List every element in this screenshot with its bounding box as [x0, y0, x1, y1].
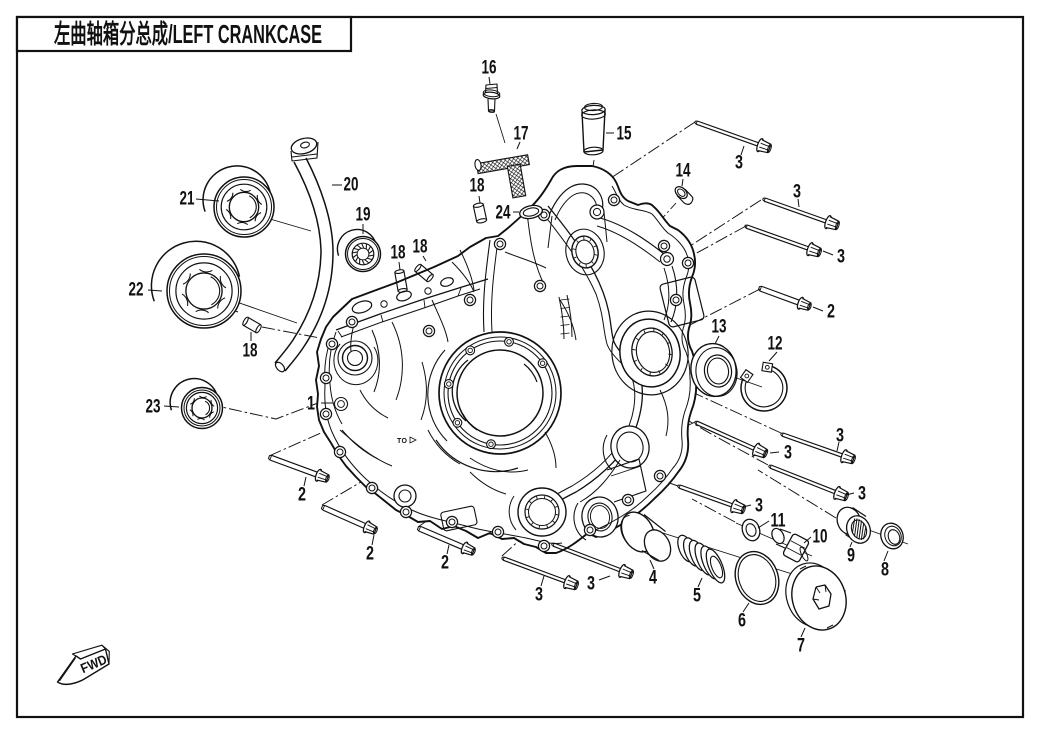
- svg-text:18: 18: [470, 176, 485, 197]
- svg-text:2: 2: [827, 302, 835, 323]
- svg-text:3: 3: [837, 247, 845, 268]
- svg-text:TO: TO: [397, 438, 408, 445]
- svg-text:4: 4: [649, 568, 657, 589]
- svg-text:5: 5: [693, 586, 701, 607]
- svg-text:17: 17: [514, 124, 529, 145]
- svg-text:12: 12: [768, 334, 783, 355]
- svg-text:3: 3: [587, 574, 595, 595]
- svg-text:13: 13: [712, 317, 727, 338]
- svg-text:21: 21: [180, 189, 195, 210]
- svg-text:左曲轴箱分总成/LEFT CRANKCASE: 左曲轴箱分总成/LEFT CRANKCASE: [54, 19, 322, 49]
- svg-text:22: 22: [129, 280, 144, 301]
- svg-text:16: 16: [482, 58, 497, 79]
- svg-text:8: 8: [881, 560, 889, 581]
- svg-text:3: 3: [735, 153, 743, 174]
- svg-text:20: 20: [344, 175, 359, 196]
- svg-text:1: 1: [307, 394, 315, 415]
- svg-text:3: 3: [793, 182, 801, 203]
- svg-text:14: 14: [676, 161, 691, 182]
- svg-text:3: 3: [858, 484, 866, 505]
- svg-text:15: 15: [617, 124, 632, 145]
- svg-text:3: 3: [535, 585, 543, 606]
- svg-text:2: 2: [298, 485, 306, 506]
- svg-text:19: 19: [356, 205, 371, 226]
- svg-text:3: 3: [784, 443, 792, 464]
- svg-text:6: 6: [738, 611, 746, 632]
- svg-text:11: 11: [771, 511, 786, 532]
- svg-text:24: 24: [496, 203, 511, 224]
- svg-text:23: 23: [146, 397, 161, 418]
- svg-text:7: 7: [797, 636, 805, 657]
- svg-text:10: 10: [813, 527, 828, 548]
- svg-text:2: 2: [366, 544, 374, 565]
- svg-text:2: 2: [441, 553, 449, 574]
- svg-text:18: 18: [413, 237, 428, 258]
- svg-text:18: 18: [391, 243, 406, 264]
- svg-text:18: 18: [243, 341, 258, 362]
- svg-text:3: 3: [755, 496, 763, 517]
- svg-text:3: 3: [836, 426, 844, 447]
- svg-text:9: 9: [847, 546, 855, 567]
